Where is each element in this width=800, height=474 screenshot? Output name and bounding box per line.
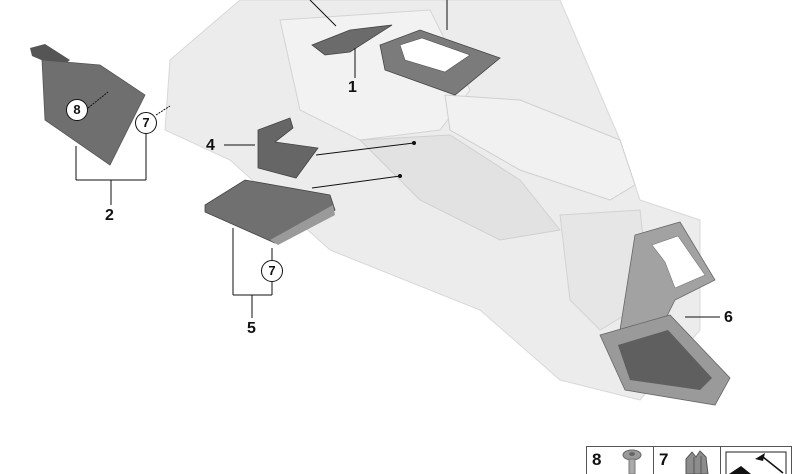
legend-item-screw: 8 xyxy=(587,447,654,474)
callout-6: 6 xyxy=(724,309,733,326)
callout-7-clip: 7 xyxy=(261,260,283,282)
legend-item-direction xyxy=(721,447,791,474)
callout-8-screw: 8 xyxy=(66,99,88,121)
clip-icon xyxy=(685,450,709,474)
part-1-insert xyxy=(309,0,393,78)
screw-icon xyxy=(622,449,642,474)
part-2-side-panel xyxy=(30,44,171,205)
parts-legend: 8 7 xyxy=(586,446,792,474)
callout-2: 2 xyxy=(105,207,114,224)
callout-1: 1 xyxy=(348,79,357,96)
part-4-holder xyxy=(224,117,416,179)
legend-number: 8 xyxy=(592,450,602,469)
legend-item-clip: 7 xyxy=(654,447,721,474)
callout-7-clip: 7 xyxy=(135,112,157,134)
direction-arrow-icon xyxy=(725,451,787,474)
callout-4: 4 xyxy=(206,137,215,154)
part-6-rear-frame xyxy=(599,221,731,406)
callout-5: 5 xyxy=(247,320,256,337)
part-5-tray xyxy=(204,174,402,318)
part-3-frame xyxy=(379,0,501,96)
legend-number: 7 xyxy=(659,450,669,469)
